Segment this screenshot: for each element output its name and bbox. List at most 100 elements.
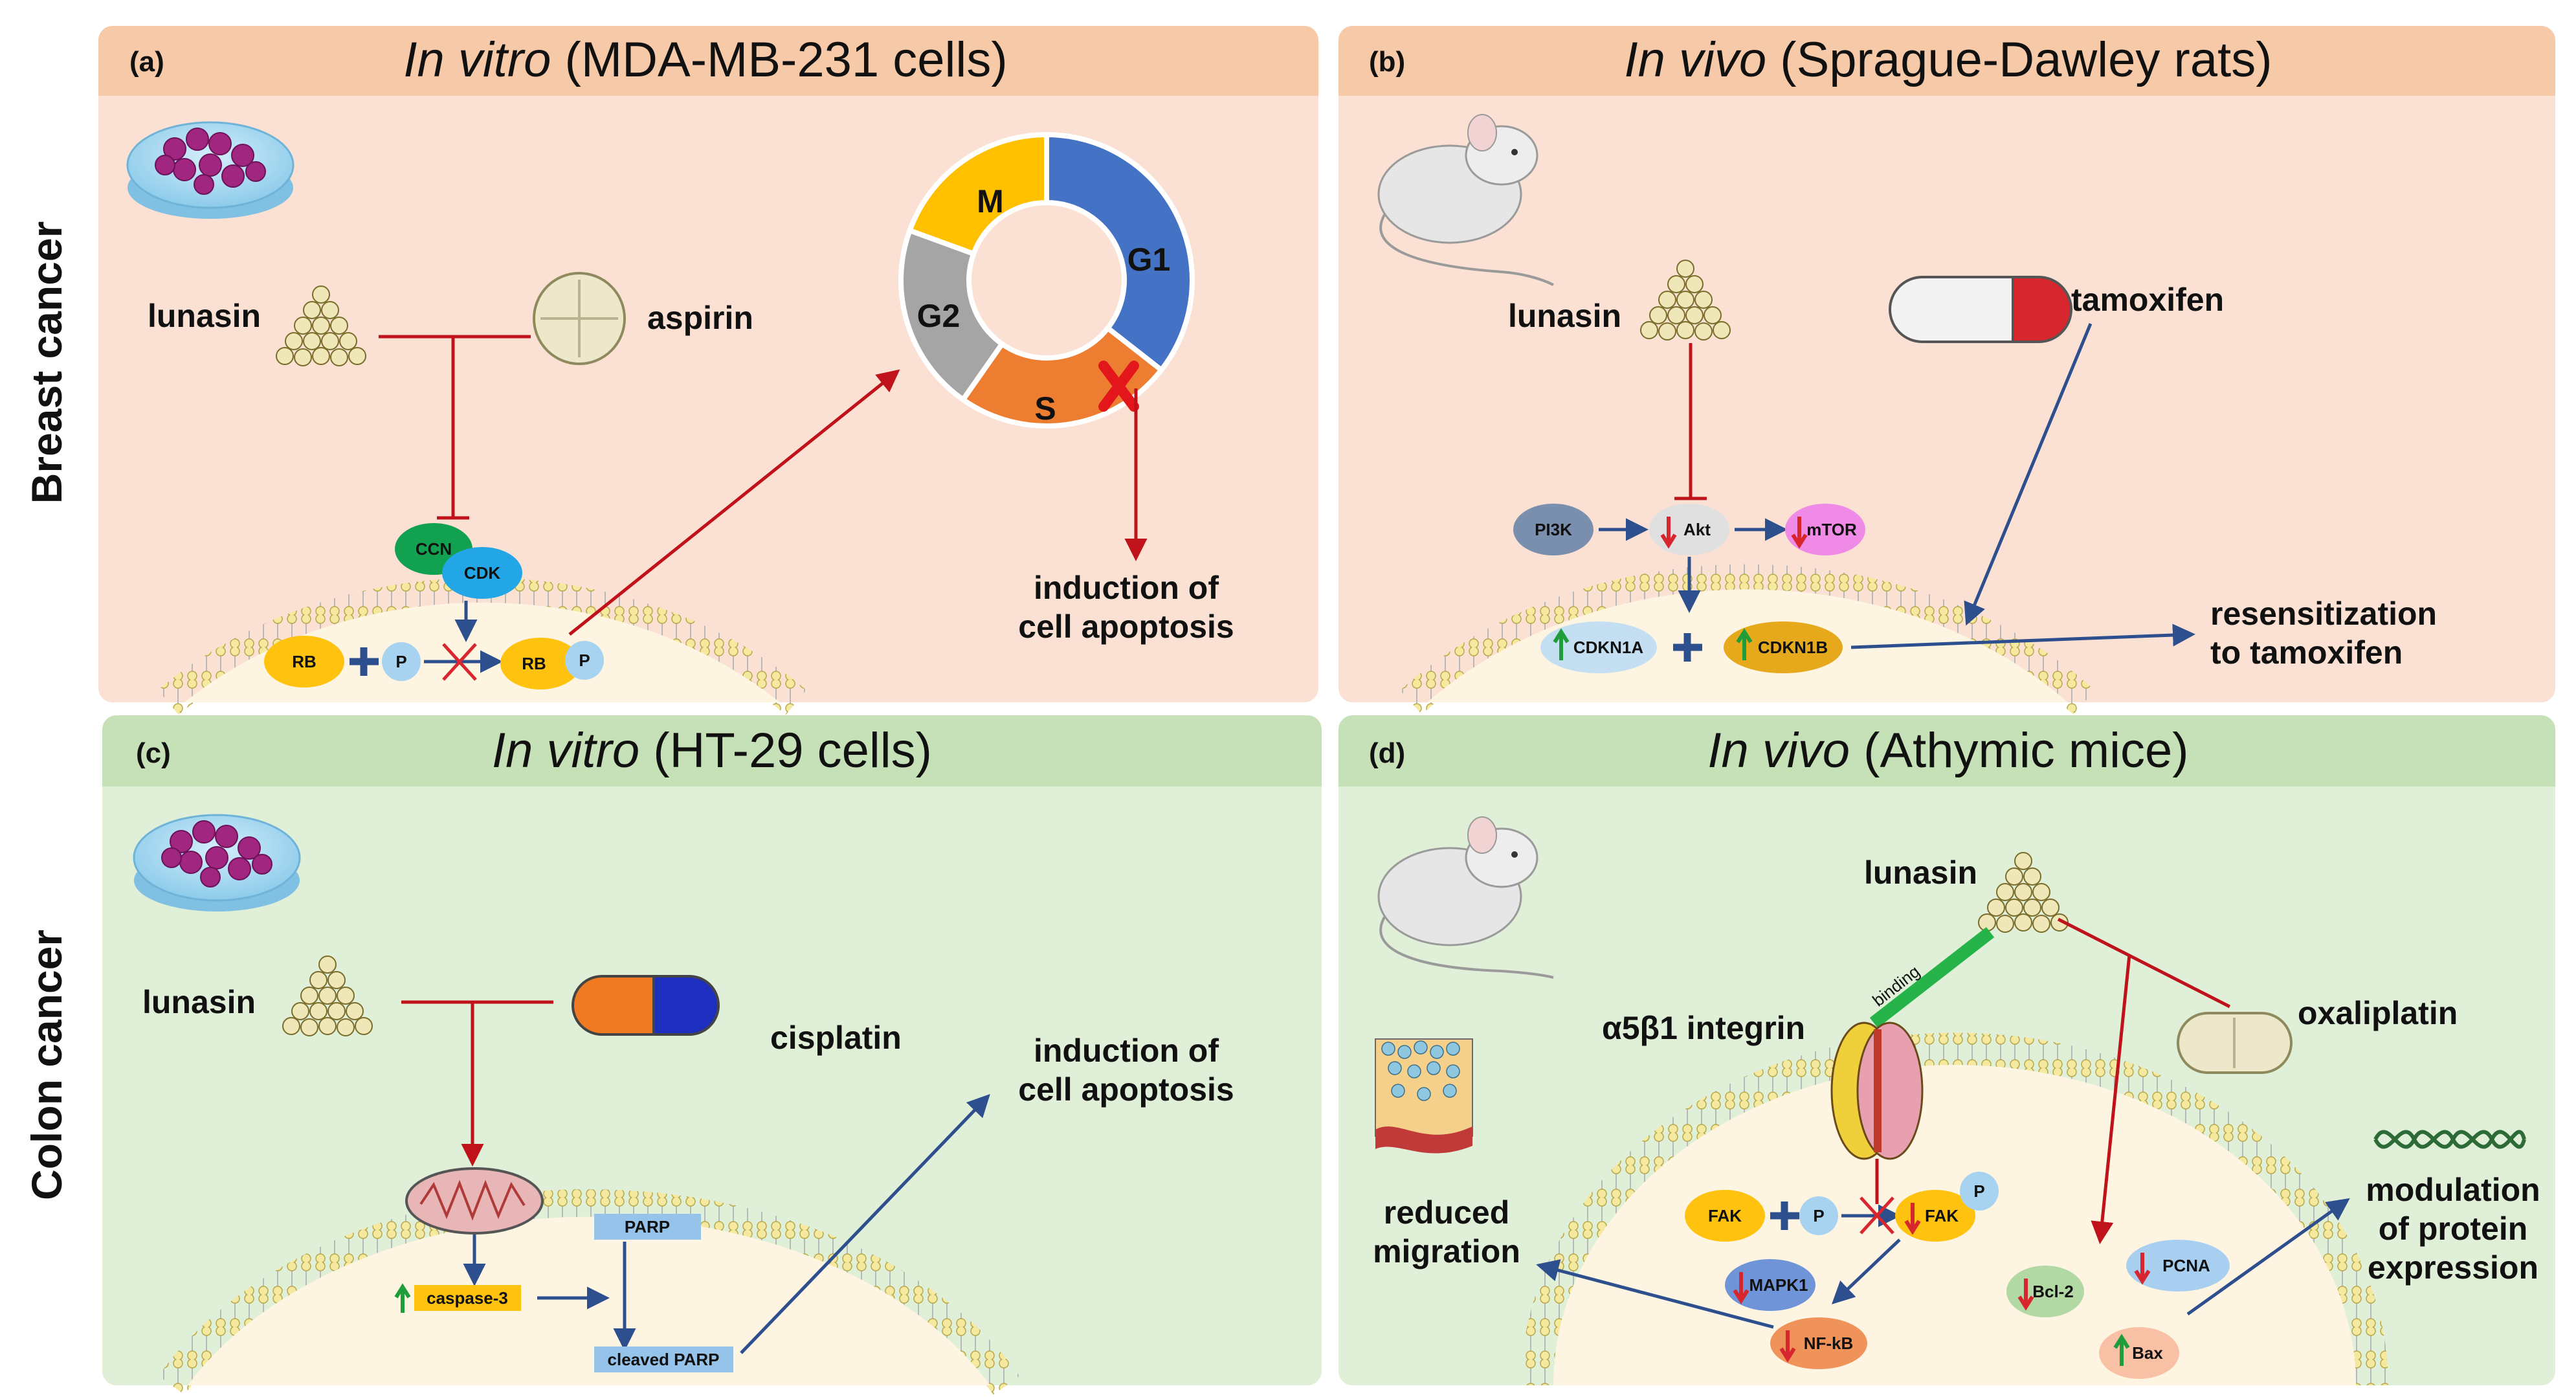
fak-label: FAK	[1708, 1206, 1742, 1225]
dna-helix-icon	[2373, 1130, 2526, 1149]
integrin-label: α5β1 integrin	[1602, 1010, 1805, 1046]
lunasin-heap-icon-c	[282, 956, 373, 1036]
modulation-label-line3: expression	[2368, 1249, 2538, 1286]
oxaliplatin-inhibition-line	[2057, 917, 2231, 1009]
fak-pill	[1685, 1190, 1765, 1242]
cdkn1b-label: CDKN1B	[1758, 638, 1828, 657]
down-arrow-icon-akt	[1660, 517, 1677, 549]
pcna-pill	[2126, 1240, 2230, 1291]
g1-label: G1	[1127, 241, 1171, 278]
petri-dish-icon-c	[133, 814, 301, 911]
g2-label: G2	[917, 298, 960, 334]
panel-b: (b) In vivo (Sprague-Dawley rats) lunasi…	[1338, 26, 2555, 715]
down-arrow-icon-fak	[1904, 1203, 1921, 1235]
tamoxifen-capsule-icon	[1889, 276, 2072, 343]
reduced-migration-line1: reduced	[1384, 1194, 1510, 1231]
panel-c-title: In vitro (HT-29 cells)	[492, 723, 932, 778]
modulation-label-line1: modulation	[2366, 1172, 2540, 1208]
cell-membrane-d	[1521, 1033, 2388, 1386]
up-arrow-icon-cdkn1b	[1736, 628, 1753, 660]
rb-phos-label: RB	[522, 654, 546, 673]
phosphate-circle	[382, 642, 421, 681]
pi3k-label: PI3K	[1535, 520, 1572, 539]
g1-segment	[1044, 131, 1195, 374]
parp-box	[594, 1214, 701, 1240]
cdkn1a-pill	[1540, 621, 1657, 673]
down-arrow-icon-bcl2	[2017, 1279, 2034, 1311]
panel-a: (a) In vitro (MDA-MB-231 cells) l	[98, 26, 1318, 715]
up-arrow-icon-caspase	[394, 1283, 411, 1313]
rb-phos-pill	[500, 638, 581, 689]
pcna-label: PCNA	[2162, 1256, 2210, 1275]
down-arrow-icon-mtor	[1791, 517, 1808, 549]
side-label-colon: Colon cancer	[23, 930, 71, 1200]
cdkn1b-pill	[1724, 621, 1843, 673]
reduced-migration-line2: migration	[1373, 1233, 1520, 1269]
rb-pill	[264, 636, 344, 687]
panel-d-title: In vivo (Athymic mice)	[1707, 723, 2188, 778]
lunasin-label-d: lunasin	[1864, 855, 1977, 891]
plus-icon	[350, 647, 379, 676]
g2-segment	[898, 227, 1006, 403]
down-arrow-icon-pcna	[2134, 1253, 2151, 1285]
phosphate-label: P	[395, 652, 406, 671]
lunasin-heap-icon	[276, 285, 366, 366]
panel-c-tag: (c)	[136, 737, 171, 769]
phosphate-circle-d	[1799, 1196, 1838, 1235]
panel-b-title: In vivo (Sprague-Dawley rats)	[1624, 32, 2272, 87]
panel-d: (d) In vivo (Athymic mice) reduced migr	[1338, 715, 2555, 1386]
lunasin-label-b: lunasin	[1508, 298, 1621, 334]
cdk-label: CDK	[464, 563, 501, 583]
panel-b-tag: (b)	[1369, 46, 1405, 78]
ccn-label: CCN	[416, 539, 452, 559]
resensitization-label-line1: resensitization	[2210, 596, 2437, 632]
cisplatin-capsule-icon	[572, 975, 720, 1036]
oxaliplatin-tablet-icon	[2177, 1012, 2293, 1074]
phosphate-circle-2	[565, 641, 604, 680]
cleaved-parp-box	[594, 1347, 733, 1372]
cisplatin-label: cisplatin	[770, 1020, 902, 1056]
phosphate-label-d: P	[1813, 1206, 1824, 1225]
inhibition-line-b	[1674, 343, 1707, 500]
bax-label: Bax	[2132, 1343, 2163, 1363]
cell-membrane-c	[158, 1189, 1020, 1395]
phosphate-label-d2: P	[1973, 1181, 1984, 1201]
resensitization-label-line2: to tamoxifen	[2210, 634, 2403, 671]
caspase-3-box	[414, 1285, 521, 1311]
caspase-3-label: caspase-3	[427, 1288, 508, 1308]
panel-a-title: In vitro (MDA-MB-231 cells)	[403, 32, 1007, 87]
down-arrow-icon-mapk1	[1733, 1272, 1749, 1304]
cdk-pill	[442, 547, 522, 599]
lunasin-label-a: lunasin	[148, 298, 261, 334]
panel-d-tag: (d)	[1369, 737, 1405, 769]
oxaliplatin-label: oxaliplatin	[2298, 995, 2458, 1031]
inhibition-line-a	[379, 335, 531, 520]
nfkb-pill	[1770, 1317, 1867, 1369]
pi3k-pill	[1513, 504, 1593, 555]
lunasin-label-c: lunasin	[142, 984, 256, 1020]
rat-icon	[1377, 114, 1554, 286]
parp-label: PARP	[625, 1217, 670, 1236]
fak-phos-label: FAK	[1925, 1206, 1959, 1225]
rb-label: RB	[292, 652, 316, 671]
side-label-breast: Breast cancer	[23, 221, 71, 504]
tumor-tissue-icon	[1375, 1038, 1473, 1154]
up-arrow-icon-bax	[2113, 1334, 2130, 1366]
plus-icon-d	[1770, 1201, 1799, 1230]
m-segment	[906, 131, 1049, 258]
apoptosis-label-a-line2: cell apoptosis	[1018, 609, 1234, 645]
block-cross-icon	[442, 643, 477, 681]
cycle-arrest-cross-icon	[1098, 361, 1139, 412]
phosphate-label-2: P	[579, 651, 590, 670]
bcl2-label: Bcl-2	[2032, 1282, 2074, 1301]
mapk1-label: MAPK1	[1749, 1275, 1808, 1295]
mtor-label: mTOR	[1806, 520, 1857, 539]
mitochondrion-icon	[405, 1167, 544, 1235]
phosphate-circle-d2	[1960, 1172, 1999, 1211]
lunasin-heap-icon-b	[1640, 260, 1731, 341]
apoptosis-label-c-line1: induction of	[1034, 1033, 1219, 1069]
mtor-pill	[1785, 504, 1865, 555]
s-label: S	[1034, 390, 1056, 427]
aspirin-tablet-icon	[533, 272, 626, 365]
plus-icon-b	[1673, 633, 1702, 662]
